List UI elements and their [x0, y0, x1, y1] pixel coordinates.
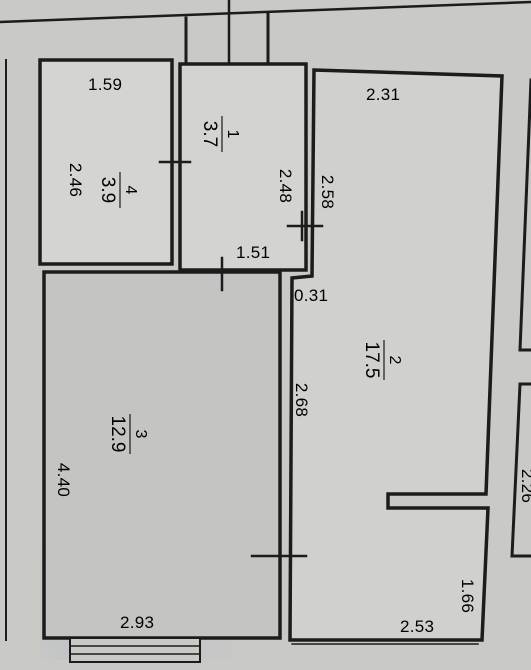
balcony-window: [69, 637, 201, 663]
room-3-area: 12.9: [107, 416, 128, 453]
outer-wall-top: [0, 0, 531, 24]
room-4-area: 3.9: [97, 177, 118, 203]
room-2-bottom-dim: 2.53: [400, 617, 434, 636]
room-1-width-label: 1.51: [236, 243, 270, 262]
room-2-outline: [288, 68, 504, 642]
room-4-width-label: 1.59: [88, 75, 122, 94]
room-3-width-label: 2.93: [120, 613, 154, 632]
room-2-area: 17.5: [361, 342, 382, 379]
room-2-top-dim: 2.31: [366, 85, 400, 104]
neighbor-room-outline: [510, 382, 531, 558]
room-1-number: 1: [224, 130, 241, 139]
room-1-outline: [178, 62, 308, 272]
room-4-number: 4: [122, 186, 139, 195]
room-2-notch-dim: 0.31: [294, 286, 328, 305]
room-3-height-label: 4.40: [54, 463, 73, 497]
room-2-number: 2: [386, 356, 403, 365]
room-1-area: 3.7: [199, 121, 220, 147]
room-2-right-side-dim: 1.66: [458, 579, 477, 613]
room-3-number: 3: [132, 430, 149, 439]
neighbor-dim-label: 2.26: [518, 469, 531, 503]
room-4-outline: [38, 58, 174, 266]
room-3-outline: [42, 270, 282, 640]
room-1-height-label: 2.48: [276, 169, 295, 203]
room-4-height-label: 2.46: [66, 163, 85, 197]
neighbor-wall-1: [518, 78, 531, 352]
room-2-lower-side-dim: 2.68: [292, 383, 311, 417]
room-2-upper-side-dim: 2.58: [318, 175, 337, 209]
